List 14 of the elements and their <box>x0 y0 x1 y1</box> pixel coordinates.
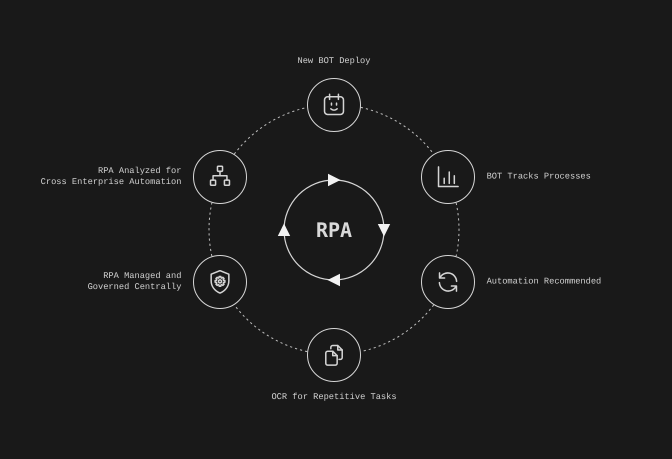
node-caption: BOT Tracks Processes <box>486 172 591 183</box>
node-caption: OCR for Repetitive Tasks <box>271 392 397 403</box>
node-caption: Automation Recommended <box>486 276 602 288</box>
node-caption: RPA Analyzed for Cross Enterprise Automation <box>40 166 182 188</box>
node-caption: New BOT Deploy <box>298 56 370 66</box>
cycle-circle <box>277 172 391 286</box>
dashed-connector <box>208 202 212 257</box>
icon-circle <box>307 328 361 382</box>
dashed-connector <box>234 304 308 352</box>
icon-circle <box>307 78 361 132</box>
dashed-connector <box>360 106 434 155</box>
dashed-connector <box>456 202 460 257</box>
hub-label: RPA <box>316 220 352 240</box>
node-caption: RPA Managed and Governed Centrally <box>88 270 182 293</box>
